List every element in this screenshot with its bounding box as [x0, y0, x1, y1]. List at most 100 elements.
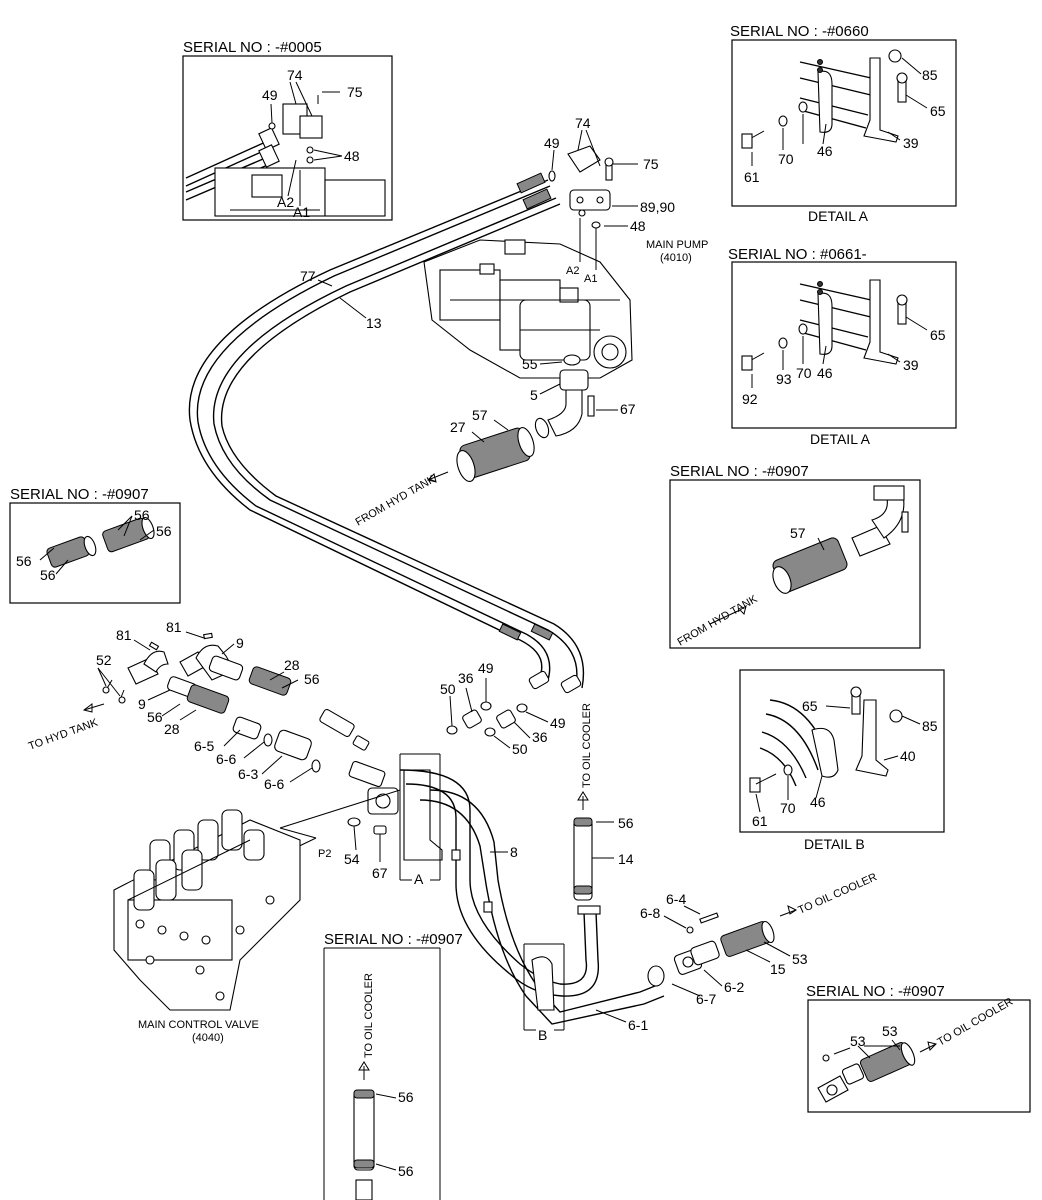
callout-9: 9 — [236, 635, 244, 651]
callout-6-6: 6-6 — [216, 751, 236, 767]
callout-52: 52 — [96, 652, 112, 668]
callout-92: 92 — [742, 391, 758, 407]
callout-49: 49 — [262, 87, 278, 103]
pilot-hoses: 77 13 — [188, 172, 585, 694]
to-oil-cooler-label-3: TO OIL COOLER — [363, 973, 375, 1058]
callout-53: 53 — [882, 1023, 898, 1039]
section-a-label: A — [414, 871, 424, 887]
serial-label-0907-bottom-right: SERIAL NO : -#0907 — [806, 983, 945, 1000]
inset-serial-0660: SERIAL NO : -#0660 85 65 39 61 70 46 DET… — [730, 23, 957, 224]
callout-39: 39 — [903, 357, 919, 373]
callout-28: 28 — [284, 657, 300, 673]
detail-a-caption-2: DETAIL A — [810, 431, 871, 447]
callout-55: 55 — [522, 356, 538, 372]
callout-53: 53 — [850, 1033, 866, 1049]
callout-49: 49 — [544, 135, 560, 151]
callout-93: 93 — [776, 371, 792, 387]
serial-label-0907-bottom: SERIAL NO : -#0907 — [324, 931, 463, 948]
return-pipe: 8 B 6-1 — [399, 769, 665, 1043]
to-oil-cooler-label-4: TO OIL COOLER — [936, 996, 1016, 1049]
callout-75: 75 — [347, 84, 363, 100]
to-oil-cooler-label-1: TO OIL COOLER — [581, 703, 593, 788]
callout-57: 57 — [790, 525, 806, 541]
callout-61: 61 — [744, 169, 760, 185]
callout-13: 13 — [366, 315, 382, 331]
main-valve-label: MAIN CONTROL VALVE — [138, 1019, 259, 1031]
serial-label-0907-right: SERIAL NO : -#0907 — [670, 463, 809, 480]
callout-48: 48 — [344, 148, 360, 164]
callout-56: 56 — [398, 1163, 414, 1179]
callout-46: 46 — [817, 143, 833, 159]
label-a1-pump: A1 — [584, 273, 597, 285]
inset-serial-0005: SERIAL NO : -#0005 74 49 75 48 A2 — [182, 39, 393, 221]
callout-85: 85 — [922, 718, 938, 734]
return-line-left: 81 81 9 9 52 28 56 56 28 TO HYD TANK 6-5… — [27, 619, 321, 792]
label-a2: A2 — [277, 194, 294, 210]
callout-70: 70 — [780, 800, 796, 816]
callout-53: 53 — [792, 951, 808, 967]
p2-label: P2 — [318, 848, 331, 860]
from-hyd-tank-label: FROM HYD TANK — [354, 473, 439, 529]
callout-70: 70 — [778, 151, 794, 167]
label-a2-pump: A2 — [566, 265, 579, 277]
callout-56: 56 — [156, 523, 172, 539]
from-hyd-tank-label-2: FROM HYD TANK — [676, 593, 761, 649]
callout-27: 27 — [450, 419, 466, 435]
serial-label-0661: SERIAL NO : #0661- — [728, 246, 867, 263]
callout-81: 81 — [166, 619, 182, 635]
callout-14: 14 — [618, 851, 634, 867]
callout-6-7: 6-7 — [696, 991, 716, 1007]
callout-56: 56 — [40, 567, 56, 583]
callout-6-3: 6-3 — [238, 766, 258, 782]
inset-serial-0907-hose: SERIAL NO : -#0907 TO OIL COOLER 56 56 — [323, 931, 463, 1200]
detail-b-caption: DETAIL B — [804, 836, 865, 852]
callout-46: 46 — [810, 794, 826, 810]
inset-serial-0907-outlet: SERIAL NO : -#0907 53 53 TO OIL COOLER — [806, 983, 1031, 1113]
section-b-label: B — [538, 1027, 547, 1043]
inset-serial-0907-strainer: SERIAL NO : -#0907 57 FROM HYD TANK — [669, 463, 921, 649]
callout-46: 46 — [817, 365, 833, 381]
callout-6-5: 6-5 — [194, 738, 214, 754]
callout-57: 57 — [472, 407, 488, 423]
valve-fittings: 50 36 49 49 36 50 — [440, 660, 566, 757]
callout-36: 36 — [532, 729, 548, 745]
label-a1: A1 — [293, 204, 310, 220]
serial-label-0005: SERIAL NO : -#0005 — [183, 39, 322, 56]
callout-74: 74 — [575, 115, 591, 131]
main-pump-code: (4010) — [660, 252, 692, 264]
callout-74: 74 — [287, 67, 303, 83]
callout-6-8: 6-8 — [640, 905, 660, 921]
oil-cooler-hose: 56 14 TO OIL COOLER — [573, 703, 634, 901]
main-pump-label: MAIN PUMP — [646, 239, 708, 251]
callout-40: 40 — [900, 748, 916, 764]
serial-label-0660: SERIAL NO : -#0660 — [730, 23, 869, 40]
callout-39: 39 — [903, 135, 919, 151]
callout-56: 56 — [618, 815, 634, 831]
serial-label-0907-left: SERIAL NO : -#0907 — [10, 486, 149, 503]
callout-56: 56 — [134, 507, 150, 523]
callout-81: 81 — [116, 627, 132, 643]
to-oil-cooler-label-2: TO OIL COOLER — [796, 871, 879, 917]
callout-15: 15 — [770, 961, 786, 977]
callout-70: 70 — [796, 365, 812, 381]
callout-5: 5 — [530, 387, 538, 403]
callout-65: 65 — [930, 327, 946, 343]
callout-48: 48 — [630, 218, 646, 234]
callout-6-2: 6-2 — [724, 979, 744, 995]
callout-85: 85 — [922, 67, 938, 83]
inset-detail-b: 65 85 40 61 70 46 DETAIL B — [739, 669, 945, 852]
callout-6-1: 6-1 — [628, 1017, 648, 1033]
callout-65: 65 — [802, 698, 818, 714]
inset-serial-0907-couplings: SERIAL NO : -#0907 56 56 56 56 — [9, 486, 181, 604]
main-control-valve: MAIN CONTROL VALVE (4040) — [113, 809, 301, 1044]
main-valve-code: (4040) — [192, 1032, 224, 1044]
callout-6-4: 6-4 — [666, 891, 686, 907]
callout-77: 77 — [300, 268, 316, 284]
callout-50: 50 — [512, 741, 528, 757]
callout-56: 56 — [16, 553, 32, 569]
callout-49: 49 — [550, 715, 566, 731]
callout-56: 56 — [398, 1089, 414, 1105]
callout-49: 49 — [478, 660, 494, 676]
inset-serial-0661: SERIAL NO : #0661- 65 39 92 93 70 46 DET… — [728, 246, 957, 447]
